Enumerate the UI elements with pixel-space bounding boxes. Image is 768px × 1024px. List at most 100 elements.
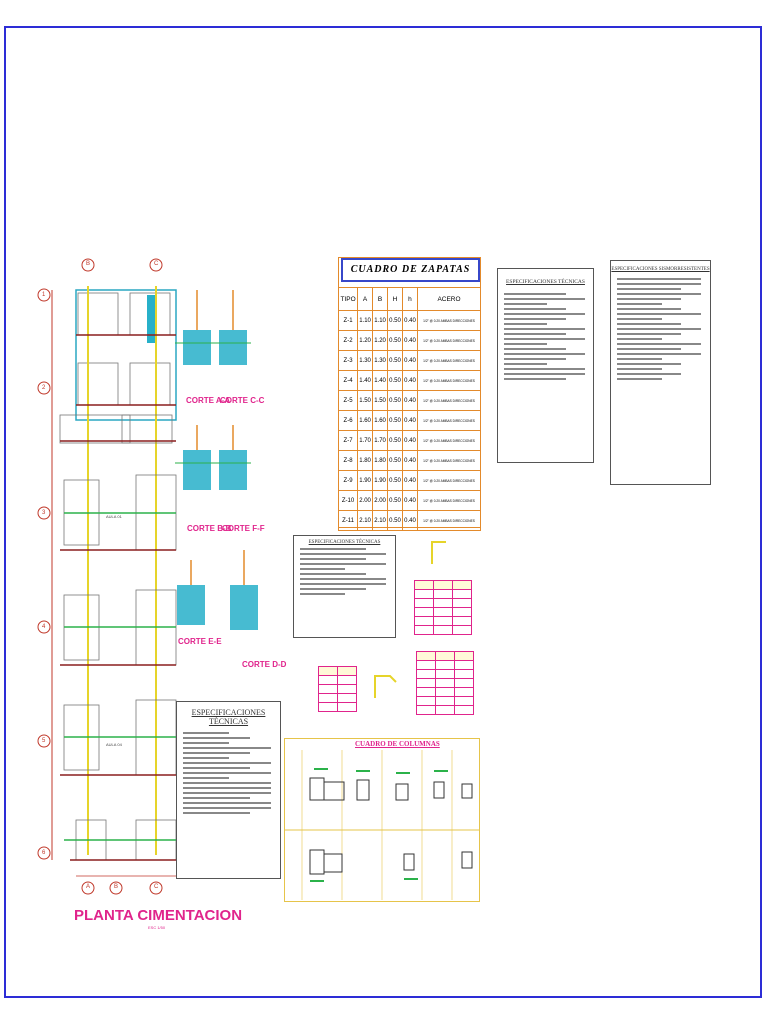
zapatas-cell: 1.90 [372, 470, 389, 491]
zapatas-cell: Z-6 [337, 410, 359, 431]
aula-label-1: AULA 01 [106, 514, 122, 519]
zapatas-cell: 1.10 [357, 310, 374, 331]
zapatas-cell: 0.50 [387, 470, 403, 491]
zapatas-cell: 1/2" @ 0.20 AMBAS DIRECCIONES [417, 310, 481, 331]
zapatas-cell: 2.00 [372, 490, 389, 511]
axis-label-top-c: C [154, 261, 159, 267]
zapatas-cell: 1.80 [372, 450, 389, 471]
section-details [175, 290, 258, 630]
corte-label-ee: CORTE E-E [178, 637, 222, 646]
zapatas-cell: 1.50 [372, 390, 389, 411]
zapatas-cell: 1/2" @ 0.20 AMBAS DIRECCIONES [417, 430, 481, 451]
foundation-plan [37, 258, 177, 895]
zapatas-cell: 0.50 [387, 490, 403, 511]
zapatas-cell: 0.40 [401, 330, 419, 351]
corte-label-ff: CORTE F-F [222, 524, 265, 533]
spec-box-tecnicas: ESPECIFICACIONES TÉCNICAS [497, 268, 594, 463]
spec-title-tecnicas-2: ESPECIFICACIONES TÉCNICAS [308, 540, 381, 545]
zapatas-cell: 0.40 [401, 510, 419, 531]
zapatas-header-hh: H [387, 287, 403, 311]
zapatas-cell: 0.50 [387, 370, 403, 391]
axis-label-top-b: B [86, 261, 91, 267]
zapatas-cell: 0.40 [401, 470, 419, 491]
axis-label-left-4: 4 [42, 624, 46, 630]
zapatas-cell: 2.10 [357, 510, 374, 531]
zapatas-cell: 1.20 [357, 330, 374, 351]
zapatas-cell: Z-3 [337, 350, 359, 371]
axis-label-left-5: 5 [42, 738, 46, 744]
columnas-box [284, 738, 480, 902]
zapatas-cell: 0.40 [401, 450, 419, 471]
plan-scale: ESC 1/50 [148, 925, 166, 930]
zapatas-cell: 1.70 [372, 430, 389, 451]
zapatas-cell: 1/2" @ 0.20 AMBAS DIRECCIONES [417, 470, 481, 491]
zapatas-cell: 2.00 [357, 490, 374, 511]
corte-label-aa: CORTE A-A [186, 396, 231, 405]
spec-box-sismo: ESPECIFICACIONES SISMORRESISTENTES [610, 260, 711, 485]
spec-box-tecnicas-2: ESPECIFICACIONES TÉCNICAS [293, 535, 396, 638]
zapatas-cell: 1.30 [372, 350, 389, 371]
zapatas-cell: 1.30 [357, 350, 374, 371]
zapatas-cell: Z-5 [337, 390, 359, 411]
pink-table-1 [414, 580, 472, 635]
zapatas-cell: 0.50 [387, 450, 403, 471]
zapatas-cell: 1.70 [357, 430, 374, 451]
spec-title-sismo: ESPECIFICACIONES SISMORRESISTENTES [611, 267, 710, 272]
zapatas-cell: 1/2" @ 0.20 AMBAS DIRECCIONES [417, 490, 481, 511]
zapatas-cell: 0.50 [387, 390, 403, 411]
zapatas-cell: 1.90 [357, 470, 374, 491]
zapatas-cell: 0.50 [387, 330, 403, 351]
axis-label-left-1: 1 [42, 292, 46, 298]
zapatas-cell: Z-11 [337, 510, 359, 531]
zapatas-cell: 0.50 [387, 350, 403, 371]
zapatas-cell: 0.50 [387, 430, 403, 451]
zapatas-cell: 1.20 [372, 330, 389, 351]
corte-label-bb: CORTE B-B [187, 524, 232, 533]
zapatas-cell: 0.40 [401, 490, 419, 511]
zapatas-cell: 0.50 [387, 310, 403, 331]
zapatas-cell: Z-2 [337, 330, 359, 351]
zapatas-header-h: h [401, 287, 419, 311]
zapatas-cell: 0.50 [387, 410, 403, 431]
zapatas-cell: 1.10 [372, 310, 389, 331]
hook-detail-1 [431, 541, 446, 564]
aula-label-2: AULA 04 [106, 742, 122, 747]
zapatas-header-acero: ACERO [417, 287, 481, 311]
axis-label-bottom-a: A [86, 884, 91, 890]
hook-detail-2 [374, 675, 397, 698]
zapatas-cell: 1.50 [357, 390, 374, 411]
zapatas-cell: 2.10 [372, 510, 389, 531]
zapatas-cell: 0.40 [401, 370, 419, 391]
axis-label-left-6: 6 [42, 850, 46, 856]
zapatas-cell: 1.60 [372, 410, 389, 431]
zapatas-cell: 1/2" @ 0.20 AMBAS DIRECCIONES [417, 410, 481, 431]
zapatas-cell: 1.80 [357, 450, 374, 471]
zapatas-header-a: A [357, 287, 374, 311]
axis-label-left-2: 2 [42, 385, 46, 391]
zapatas-cell: 1/2" @ 0.20 AMBAS DIRECCIONES [417, 510, 481, 531]
zapatas-cell: Z-9 [337, 470, 359, 491]
spec-title-tecnicas-left: ESPECIFICACIONES TÉCNICAS [191, 708, 266, 726]
zapatas-cell: 1/2" @ 0.20 AMBAS DIRECCIONES [417, 450, 481, 471]
columnas-diagram [284, 750, 480, 900]
drawing-frame [4, 26, 762, 998]
zapatas-title: CUADRO DE ZAPATAS [341, 258, 480, 282]
zapatas-header-tipo: TIPO [337, 287, 359, 311]
zapatas-cell: 1/2" @ 0.20 AMBAS DIRECCIONES [417, 350, 481, 371]
zapatas-cell: 0.40 [401, 410, 419, 431]
zapatas-cell: Z-8 [337, 450, 359, 471]
zapatas-header-b: B [372, 287, 389, 311]
spec-box-tecnicas-left: ESPECIFICACIONES TÉCNICAS [176, 701, 281, 879]
zapatas-cell: 0.40 [401, 310, 419, 331]
zapatas-cell: Z-10 [337, 490, 359, 511]
